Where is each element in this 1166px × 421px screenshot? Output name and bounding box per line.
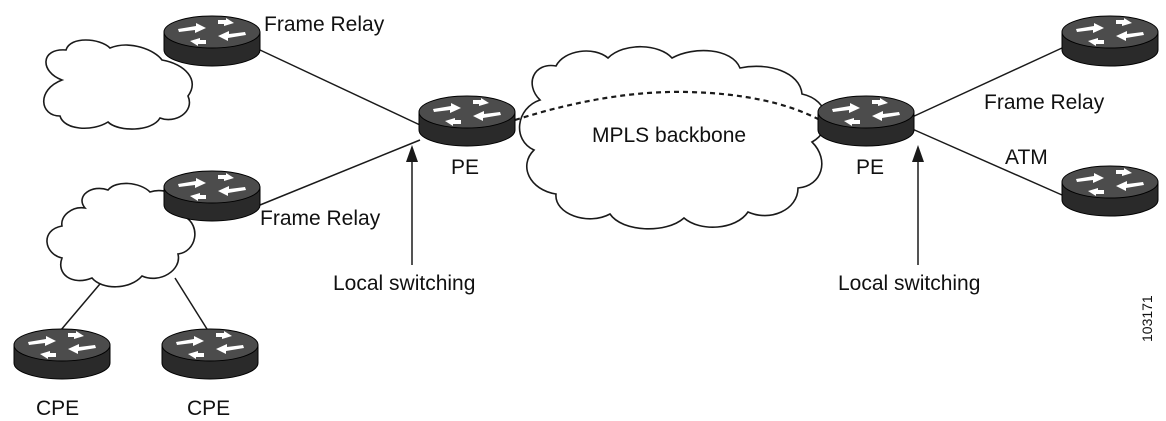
link-cloud-cpe-left [54,277,106,338]
router-icon [161,328,259,380]
label-atm: ATM [1005,146,1048,169]
label-frame-relay-top-left: Frame Relay [264,13,385,36]
label-local-switching-right: Local switching [838,272,980,295]
cloud-bottom-left-icon [46,182,196,288]
router-icon [817,95,915,147]
label-pe-right: PE [856,156,884,179]
figure-number: 103171 [1139,295,1155,342]
label-mpls-backbone: MPLS backbone [592,124,746,147]
local-switching-arrow-left [406,145,418,265]
mpls-dashed-path [514,90,821,122]
link-fr-top-pe [259,49,421,126]
router-icon [1061,15,1159,67]
link-pe-atm [909,127,1063,196]
router-icon [13,328,111,380]
label-local-switching-left: Local switching [333,272,475,295]
label-frame-relay-right: Frame Relay [984,91,1105,114]
cloud-mpls-backbone-icon [518,46,827,230]
link-fr-mid-pe [259,139,421,206]
link-cloud-cpe-right [174,277,213,338]
router-icon [1061,165,1159,217]
router-icon [163,170,261,222]
router-icon [163,15,261,67]
label-cpe-left: CPE [36,397,79,420]
label-pe-left: PE [451,156,479,179]
local-switching-arrow-right [912,145,924,265]
cloud-top-left-icon [43,39,194,130]
label-frame-relay-mid-left: Frame Relay [260,207,381,230]
link-pe-fr-right [909,47,1063,119]
label-cpe-right: CPE [187,397,230,420]
router-icon [418,95,516,147]
